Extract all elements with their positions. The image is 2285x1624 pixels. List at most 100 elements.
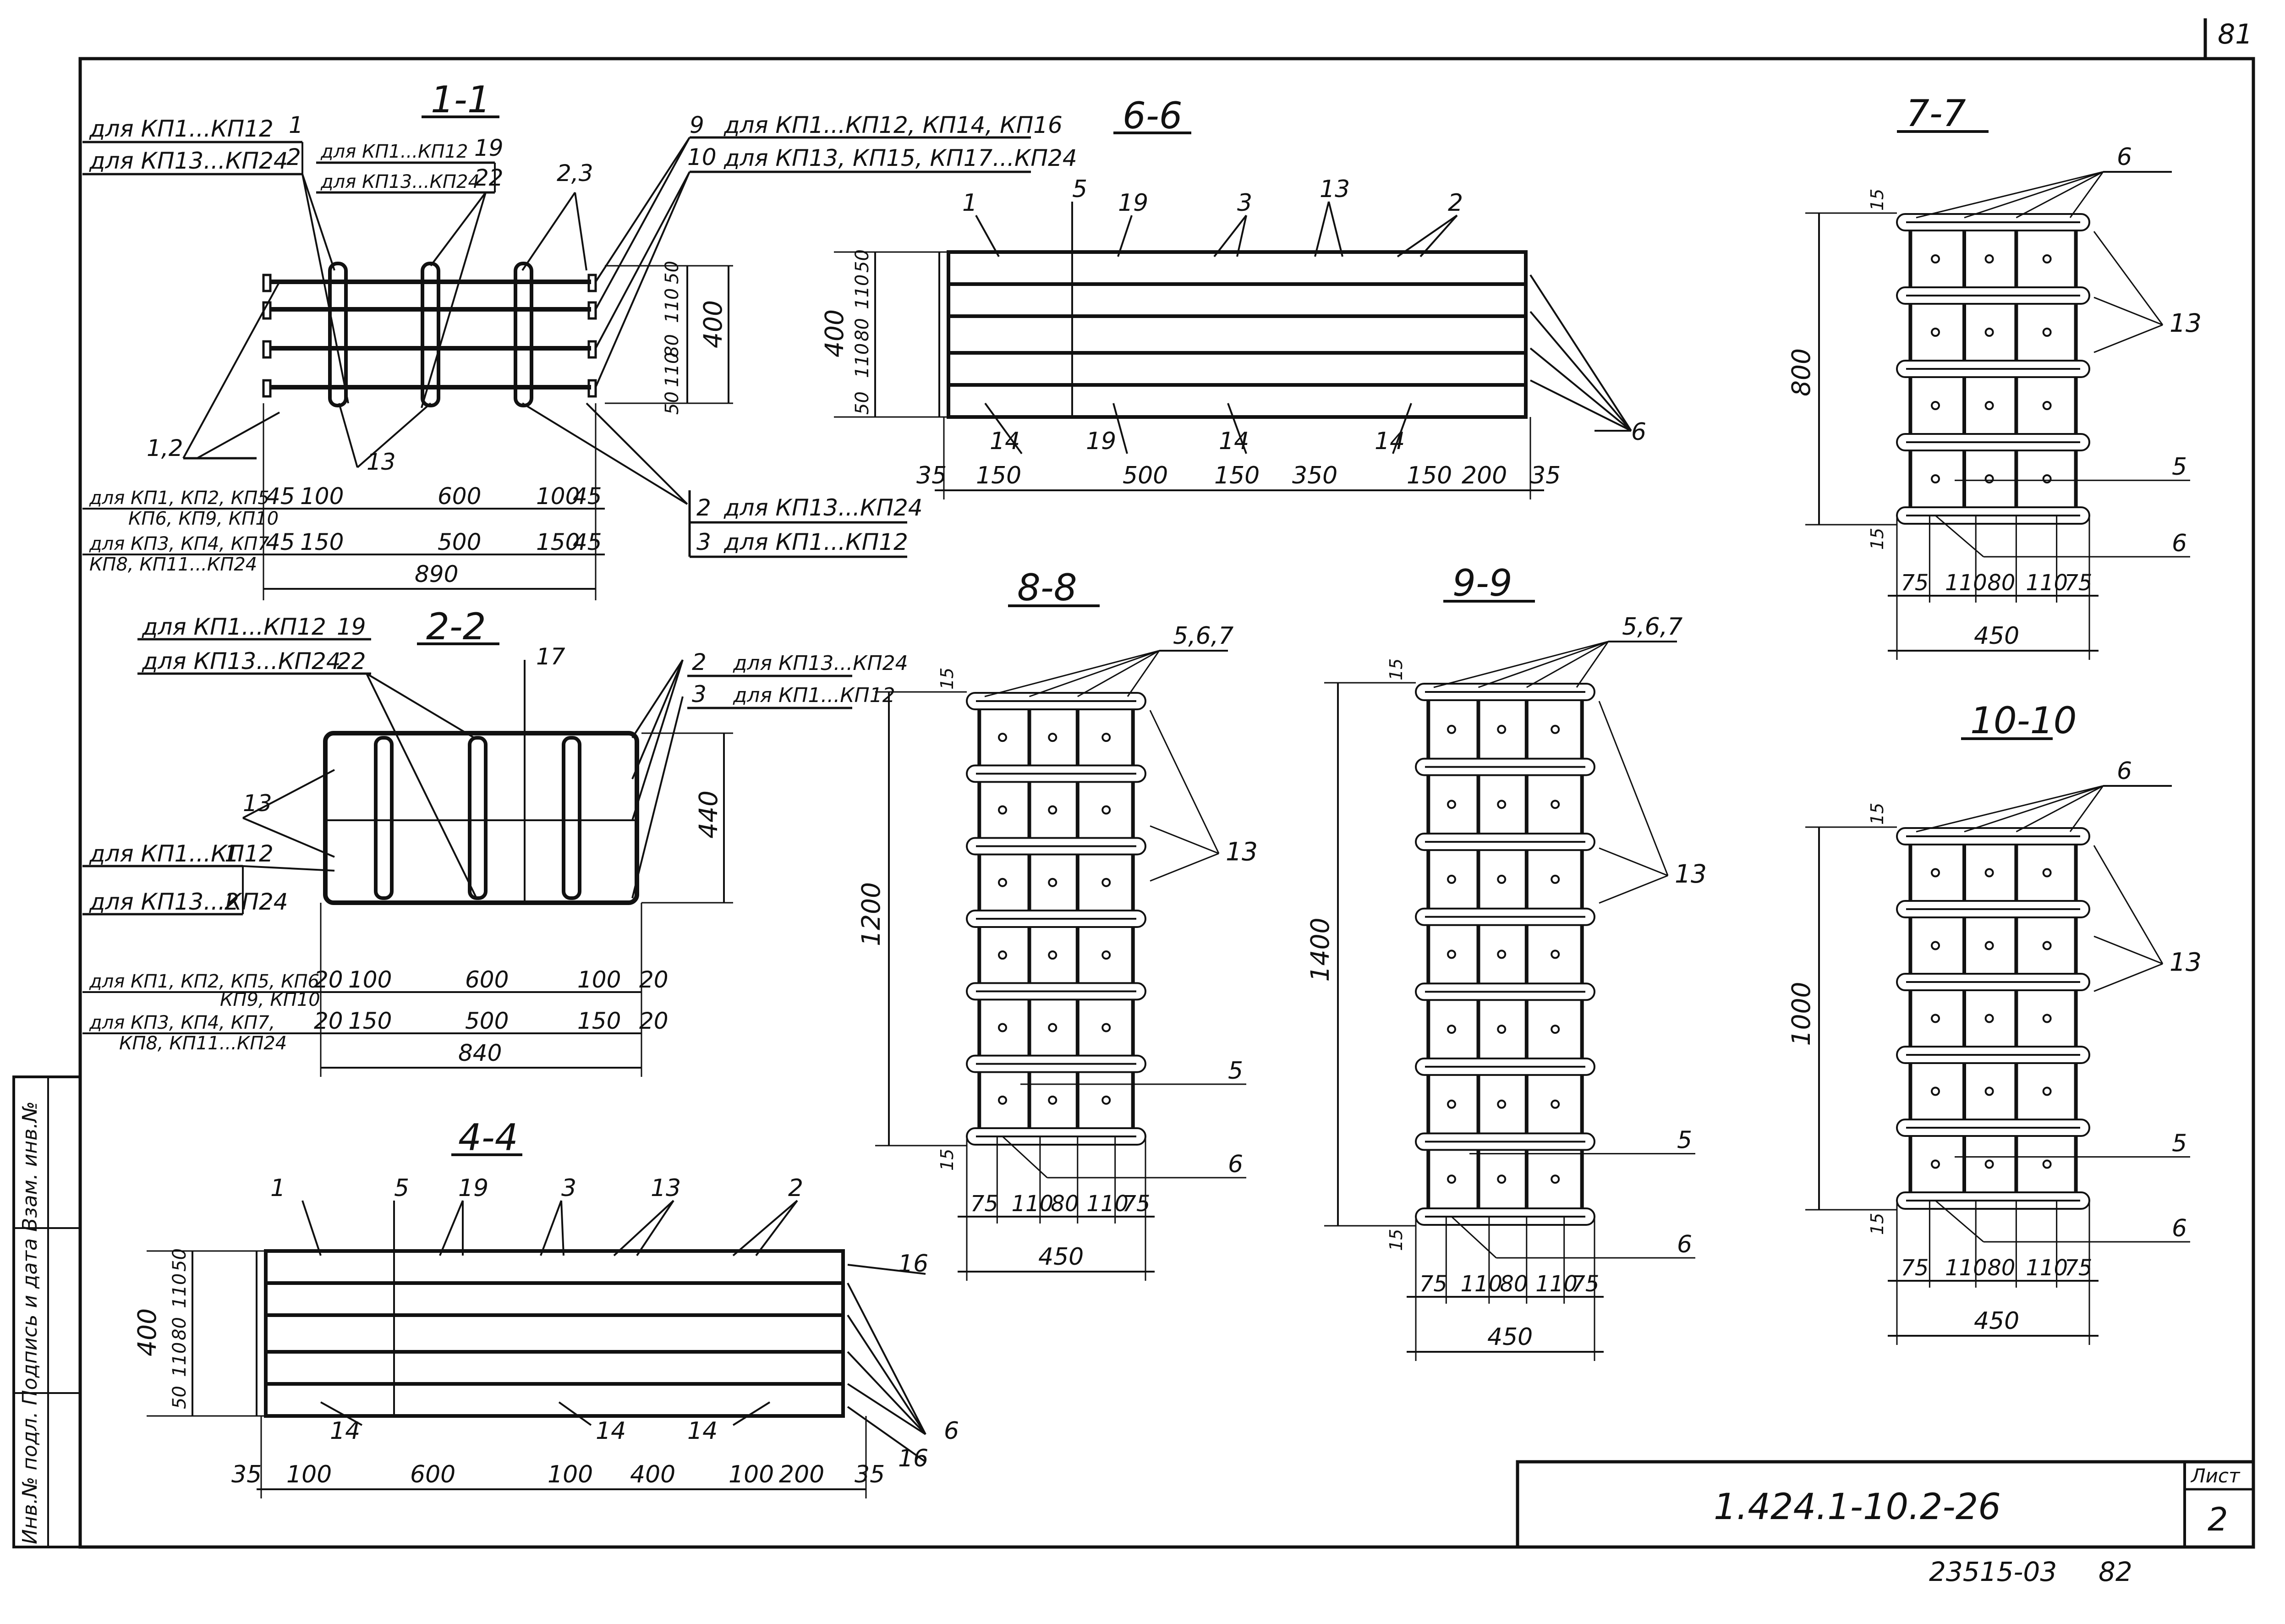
mark: 3 [561,1174,576,1202]
mark: 6 [1677,1231,1692,1258]
dim: 50 [169,1248,190,1272]
mark: 1 [270,1174,285,1202]
dim: 350 [1292,462,1337,489]
mark: 14 [1219,428,1249,455]
dim-height: 400 [132,1308,162,1356]
mark: 5 [1228,1057,1243,1085]
mark: 14 [330,1417,360,1445]
dim: 20 [314,1008,343,1034]
mark: 1,2 [147,435,183,461]
mark: 17 [536,643,565,670]
mark: 2 [692,649,707,675]
dim: 110 [2026,1255,2068,1281]
dim: 600 [438,483,481,510]
label: для КП13...КП24 [320,171,480,192]
mark: 14 [1375,428,1405,455]
dim: 100 [348,966,392,993]
dim: 20 [639,1008,669,1034]
mark: 13 [651,1174,681,1202]
dim: 100 [286,1461,332,1488]
dim: 75 [1901,570,1929,596]
dim: 200 [1462,462,1507,489]
mark: 13 [2170,947,2202,977]
page-number: 81 [2218,18,2252,50]
dim: 75 [2064,570,2092,596]
row-label: для КП3, КП4, КП7, [89,1012,275,1033]
dim: 500 [438,529,481,555]
label: для КП1...КП12 [142,614,326,640]
mark: 13 [243,790,272,817]
dim-total: 450 [1487,1323,1533,1351]
dim: 100 [548,1461,593,1488]
dim: 500 [465,1008,509,1034]
mark: 2,3 [557,160,593,187]
dim: 100 [300,483,344,510]
dim: 100 [577,966,621,993]
mark: 14 [687,1417,718,1445]
mark: 5 [394,1174,409,1202]
view-4-4: 4-4 [147,1116,926,1498]
mark: 19 [474,135,504,161]
dim: 110 [662,352,683,387]
mark: 5 [2172,1130,2187,1158]
label: для КП13...КП24 [89,148,288,174]
mark: 5,6,7 [1173,622,1233,650]
dim: 20 [639,966,669,993]
dim-height: 1200 [856,882,886,946]
dim: 15 [937,1149,957,1171]
sheet-label: Лист [2190,1465,2241,1487]
row-label: для КП3, КП4, КП7 [89,533,269,554]
mark: 14 [990,428,1020,455]
mark: 19 [458,1174,488,1202]
label: для КП13...КП24 [89,889,288,915]
dim: 110 [1535,1271,1578,1297]
label: для КП13...КП24 [142,648,341,675]
mark: 3 [1237,189,1252,217]
mark: 19 [1086,428,1116,455]
dim: 35 [231,1461,262,1488]
view-title: 6-6 [1123,94,1183,137]
mark: 1 [225,840,239,867]
dim-total: 450 [1974,1307,2019,1335]
drawing-designation: 1.424.1-10.2-26 [1714,1487,2001,1528]
mark: 5 [2172,453,2187,481]
dim-height: 440 [694,790,723,839]
dim: 400 [630,1461,675,1488]
mark: 6 [2117,757,2132,785]
view-6-6: 6-6 [834,94,1632,499]
dim-total: 450 [1038,1243,1084,1271]
dim: 150 [348,1008,392,1034]
dim: 80 [1987,1255,2015,1281]
mark: 5,6,7 [1622,613,1682,641]
dim: 110 [662,288,683,323]
mark: 2 [286,144,301,170]
mark: 22 [474,165,504,191]
dim: 45 [573,529,602,555]
mark: 19 [1118,189,1148,217]
dim: 35 [855,1461,885,1488]
mark: 1 [289,112,303,138]
dim: 110 [852,343,873,378]
row-label: КП8, КП11...КП24 [119,1033,287,1054]
dim: 15 [1867,189,1887,211]
mark: 3 [692,681,707,708]
row-label: для КП1, КП2, КП5 [89,488,269,509]
callout: для КП13...КП24 [723,494,923,521]
mark: 16 [898,1445,928,1472]
mark: 2 [788,1174,803,1202]
mark: 6 [944,1417,959,1445]
dim: 15 [1867,528,1887,550]
mark: 1 [962,189,977,217]
view-title: 8-8 [1017,566,1077,609]
dim-height: 400 [820,309,849,357]
side-stamp: Инв.№ подл. Подпись и дата Взам. инв.№ [18,1101,42,1544]
dim: 50 [662,391,683,415]
dim: 15 [1386,1229,1406,1251]
mark: 5 [1072,176,1087,203]
dim: 150 [976,462,1021,489]
mark: 6 [2172,1215,2187,1242]
dim: 45 [266,483,295,510]
dim-total: 890 [415,561,458,587]
